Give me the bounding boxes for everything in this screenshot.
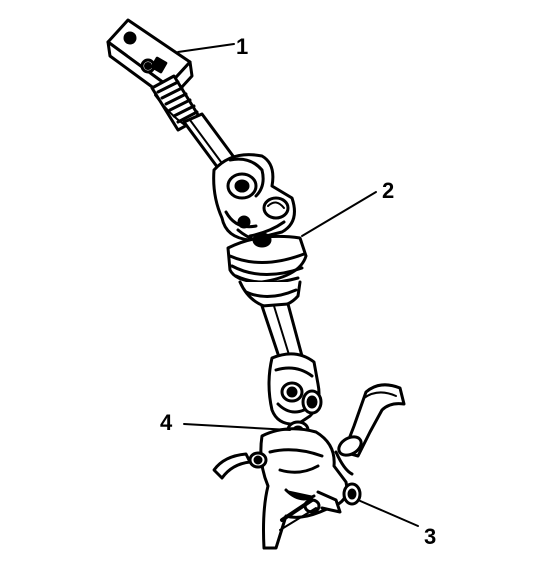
callout-labels: 1 2 3 4 bbox=[160, 34, 436, 549]
lower-universal-joint bbox=[267, 352, 323, 440]
lower-shaft bbox=[260, 302, 304, 362]
left-rod bbox=[212, 452, 317, 531]
hose-line bbox=[334, 383, 406, 506]
callout-2: 2 bbox=[382, 178, 394, 203]
callout-4: 4 bbox=[160, 410, 173, 435]
callout-3: 3 bbox=[424, 524, 436, 549]
callout-1: 1 bbox=[236, 34, 248, 59]
leader-line-4 bbox=[183, 423, 291, 431]
intermediate-sleeve bbox=[226, 232, 308, 309]
leader-line-1 bbox=[177, 43, 235, 53]
upper-universal-joint bbox=[212, 153, 296, 244]
leader-line-2 bbox=[301, 191, 377, 237]
leader-line-3 bbox=[357, 499, 419, 527]
leader-lines bbox=[177, 43, 419, 527]
steering-gear-housing bbox=[248, 427, 349, 550]
